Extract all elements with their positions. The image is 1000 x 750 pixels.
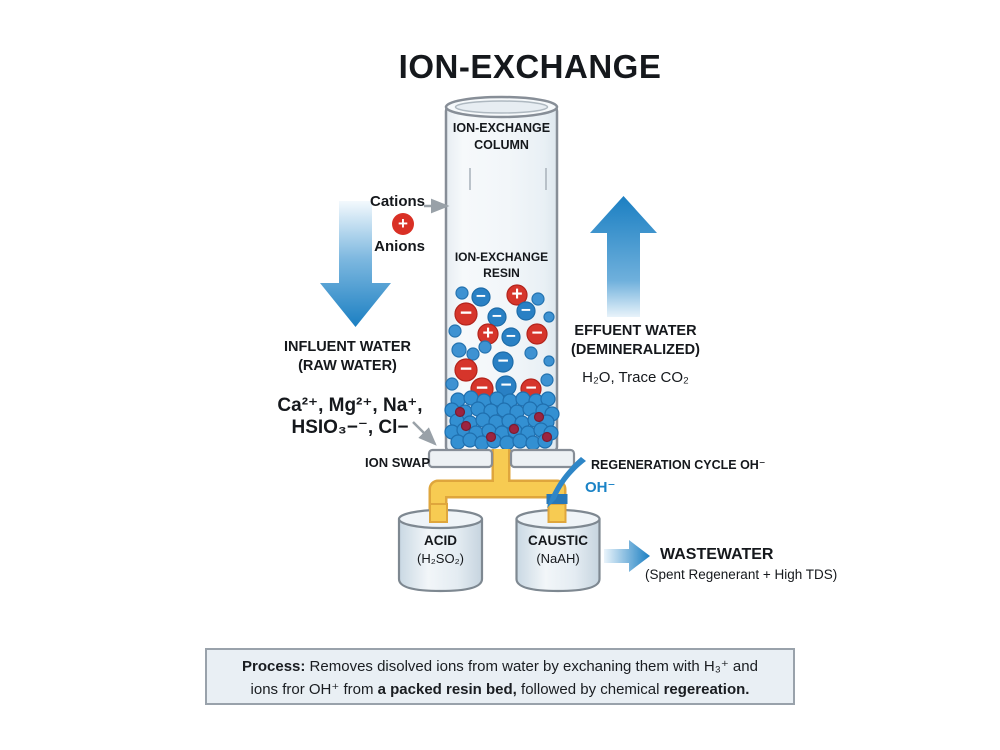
resin-bead	[516, 301, 536, 321]
process-note-box: Process: Removes disolved ions from wate…	[205, 648, 795, 705]
ion-symbol: −	[500, 375, 511, 396]
wastewater-arrow-icon	[604, 540, 650, 572]
resin-bead	[448, 324, 462, 338]
column-label-line1: ION-EXCHANGE	[452, 121, 551, 135]
resin-bead	[541, 431, 553, 443]
resin-bead	[471, 287, 491, 307]
regeneration-swoosh-icon	[547, 457, 586, 508]
process-note-line2-c: followed by chemical	[516, 680, 664, 698]
caustic-pipe-stub	[547, 503, 567, 523]
resin-bead	[492, 351, 514, 373]
wastewater-subtitle: (Spent Regenerant + High TDS)	[645, 567, 838, 582]
column-top-opening	[454, 100, 549, 114]
ion-symbol: +	[482, 323, 493, 344]
resin-bead	[454, 406, 466, 418]
ion-swap-pointer-arrow-icon	[412, 421, 437, 446]
acid-pipe-stub	[429, 503, 448, 523]
resin-bead	[506, 284, 528, 306]
resin-bead	[445, 377, 459, 391]
ion-symbol: −	[497, 351, 508, 372]
process-note-line2-a: ions fror OH⁺ from	[250, 680, 378, 698]
resin-bead	[531, 292, 545, 306]
resin-bead	[543, 355, 555, 367]
resin-label-line2: RESIN	[483, 265, 520, 280]
column-inner-lines	[469, 168, 547, 190]
influent-ions-line1: Ca²⁺, Mg²⁺, Na⁺,	[277, 395, 423, 416]
ion-symbol: −	[492, 307, 502, 326]
cation-plus-icon: +	[392, 213, 414, 235]
acid-tank	[397, 519, 484, 593]
resin-bead	[533, 411, 545, 423]
resin-bead	[512, 433, 528, 449]
resin-bead	[454, 358, 478, 382]
effluent-title-line1: EFFUENT WATER	[574, 323, 697, 339]
ion-symbol: −	[525, 378, 536, 399]
process-note-line1-text: Removes disolved ions from water by exch…	[305, 658, 758, 675]
regeneration-cycle-label: REGENERATION CYCLE OH⁻	[591, 458, 766, 472]
ion-symbol: −	[506, 327, 516, 346]
resin-bead	[487, 307, 507, 327]
anions-label: Anions	[374, 238, 425, 255]
process-note-line2: ions fror OH⁺ from a packed resin bed, f…	[207, 679, 793, 702]
resin-bead	[460, 420, 472, 432]
acid-tank-formula: (H₂SO₂)	[417, 550, 464, 566]
acid-tank-label: ACID	[424, 533, 457, 548]
resin-bead	[526, 323, 548, 345]
process-note-line2-b: a packed resin bed,	[377, 680, 517, 698]
ion-swap-label: ION SWAP	[364, 455, 430, 470]
process-note-line1: Process: Removes disolved ions from wate…	[207, 656, 793, 679]
caustic-tank-label: CAUSTIC	[528, 533, 588, 548]
caustic-tank	[515, 519, 601, 593]
resin-bead	[543, 311, 555, 323]
resin-bead	[499, 435, 515, 451]
ion-symbol: −	[460, 302, 472, 325]
resin-bead	[455, 286, 469, 300]
ion-symbol: −	[460, 358, 472, 381]
influent-title-line1: INFLUENT WATER	[284, 339, 411, 355]
effluent-arrow-icon	[590, 196, 657, 317]
resin-bead	[454, 302, 478, 326]
column-label-line2: COLUMN	[474, 137, 529, 152]
column-foot-right	[509, 448, 576, 469]
resin-bead	[501, 327, 521, 347]
wastewater-title: WASTEWATER	[660, 546, 774, 563]
influent-arrow-icon	[320, 201, 391, 327]
ion-symbol: −	[521, 301, 531, 320]
resin-bead	[508, 423, 520, 435]
ion-symbol: +	[511, 284, 522, 305]
influent-title-line2: (RAW WATER)	[298, 358, 397, 375]
ion-symbol: −	[476, 287, 486, 306]
process-note-line2-d: regereation.	[663, 680, 750, 698]
ion-symbol: −	[531, 323, 542, 344]
resin-bead	[540, 373, 554, 387]
regeneration-valve-band	[546, 494, 568, 504]
effluent-composition: H₂O, Trace CO₂	[582, 369, 689, 386]
cations-label: Cations	[369, 193, 425, 210]
resin-bead	[478, 340, 492, 354]
page-title: ION-EXCHANGE	[398, 48, 662, 85]
resin-bead	[485, 431, 497, 443]
resin-bead	[466, 347, 480, 361]
effluent-title-line2: (DEMINERALIZED)	[571, 342, 700, 359]
resin-bead	[524, 346, 538, 360]
resin-bead	[451, 342, 467, 358]
column-foot-left	[427, 448, 494, 469]
regeneration-oh-label: OH⁻	[585, 479, 616, 496]
influent-ions-line2: HSIO₃−⁻, Cl−	[291, 416, 409, 438]
resin-beads-layer: −+−−−+−−−−−−−	[444, 284, 560, 451]
caustic-tank-formula: (NaAH)	[536, 550, 580, 566]
process-note-label: Process:	[242, 658, 306, 675]
resin-label-line1: ION-EXCHANGE	[454, 250, 549, 264]
